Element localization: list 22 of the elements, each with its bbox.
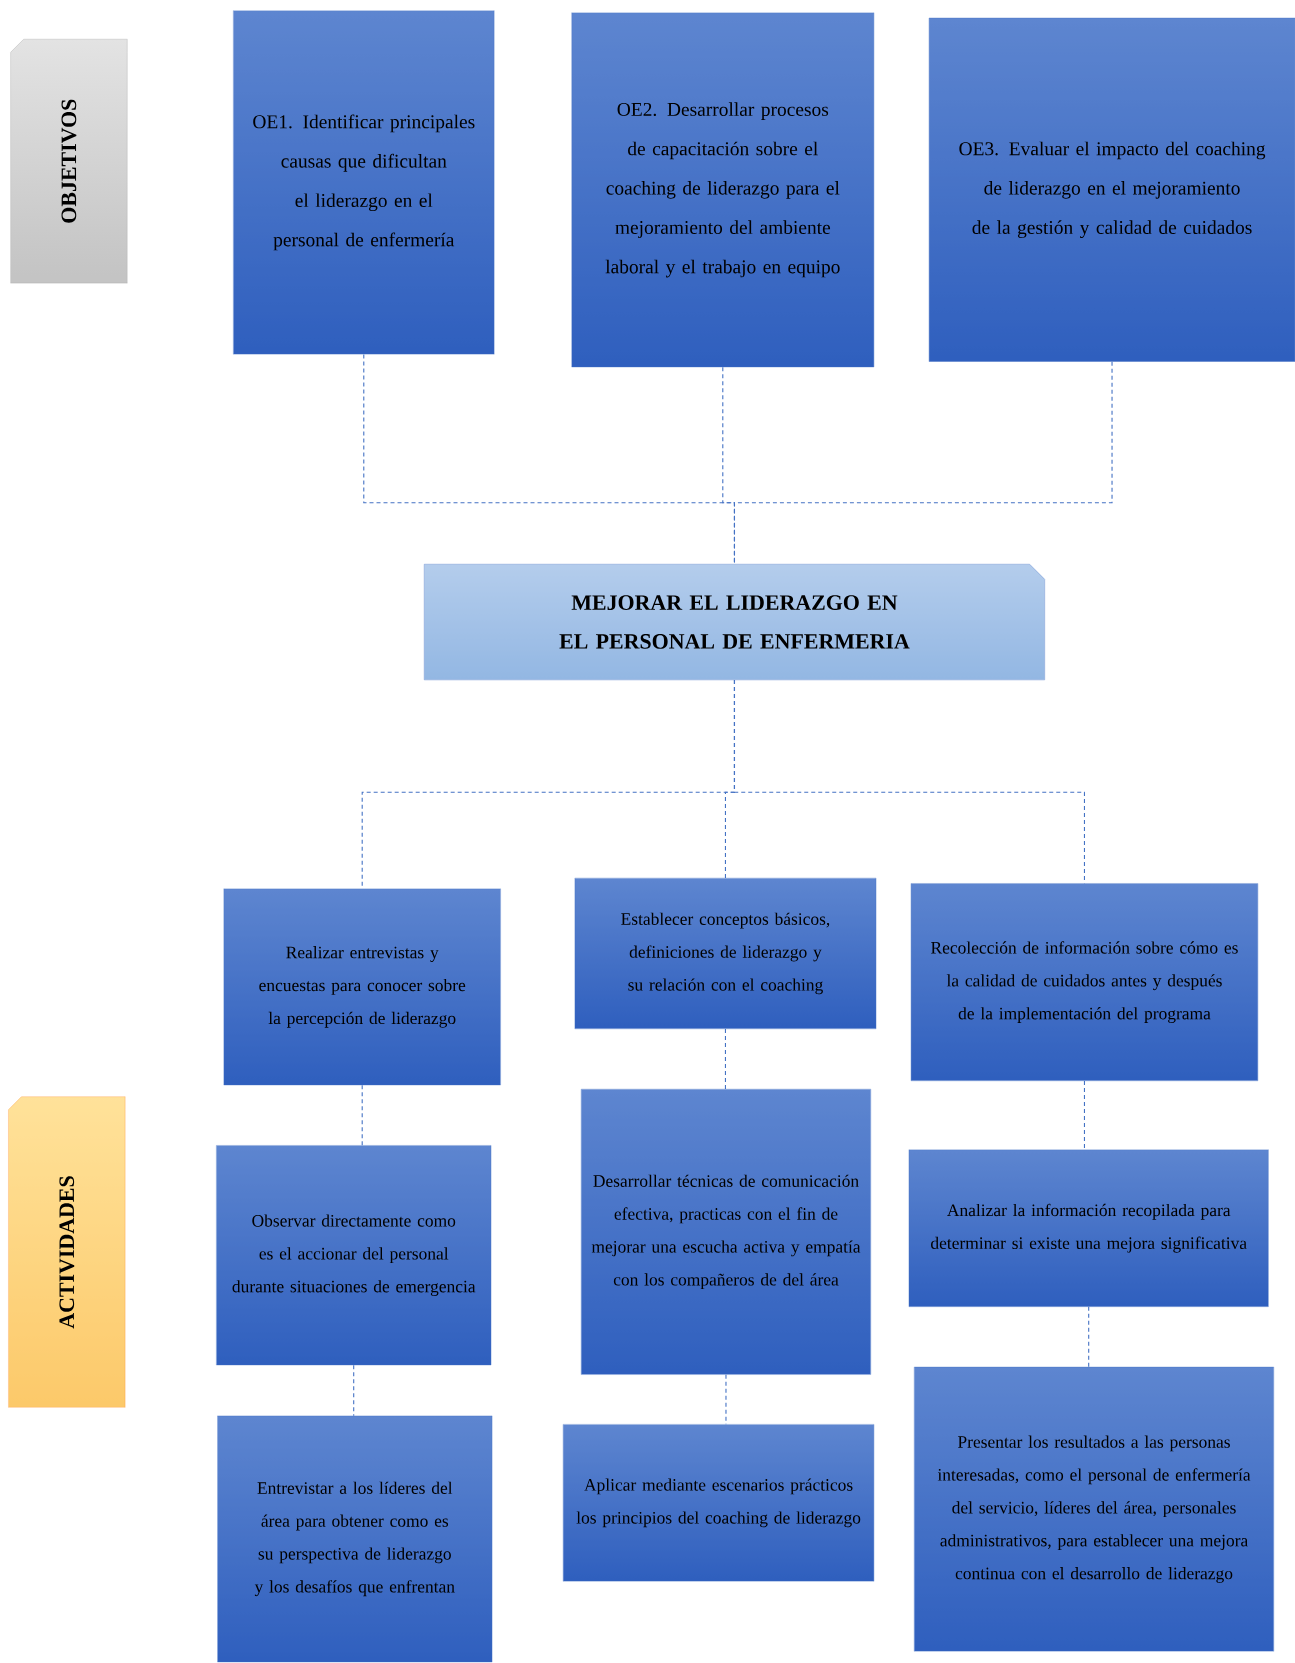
activity-box: Establecer conceptos básicos, definiciones de liderazgo y su relación con el coaching [574,877,877,1029]
activity-box: Aplicar mediante escenarios prácticos los principios del coaching de liderazgo [563,1424,875,1582]
connector-line [361,1084,363,1146]
connector-line [1088,1306,1090,1368]
objective-box: OE2. Desarrollar procesos de capacitación sobre el coaching de liderazgo para el mejoramiento del ambiente laboral y el trabajo en equipo [571,12,875,368]
section-tab: ACTIVIDADES [8,1096,126,1408]
connector-line [353,1364,355,1417]
activity-box: Realizar entrevistas y encuestas para conocer sobre la percepción de liderazgo [223,888,501,1086]
activity-box: Desarrollar técnicas de comunicación efectiva, practicas con el fin de mejorar una escucha activa y empatía con los compañeros de del área [581,1089,871,1375]
connector-line [722,366,736,565]
objective-box: OE1. Identificar principales causas que dificultan el liderazgo en el personal de enfermería [233,10,495,355]
objective-box: OE3. Evaluar el impacto del coaching de liderazgo en el mejoramiento de la gestión y calidad de cuidados [928,17,1295,362]
connector-line [724,1028,726,1090]
connector-line [733,361,1113,565]
activity-box: Observar directamente como es el accionar del personal durante situaciones de emergencia [216,1145,492,1366]
connector-line [1083,1080,1086,1151]
activity-box: Presentar los resultados a las personas interesadas, como el personal de enfermería del servicio, líderes del área, personales administrativos, para establecer una mejora continua con el desarrollo de liderazgo [914,1366,1274,1652]
activity-box: Analizar la información recopilada para determinar si existe una mejora significativa [908,1149,1269,1307]
goal-box: MEJORAR EL LIDERAZGO EN EL PERSONAL DE ENFERMERIA [424,564,1045,681]
activity-box: Recolección de información sobre cómo es la calidad de cuidados antes y después de la implementación del programa [910,883,1259,1081]
activity-box: Entrevistar a los líderes del área para obtener como es su perspectiva de liderazgo y los desafíos que enfrentan [217,1415,493,1663]
section-tab: OBJETIVOS [10,39,128,284]
